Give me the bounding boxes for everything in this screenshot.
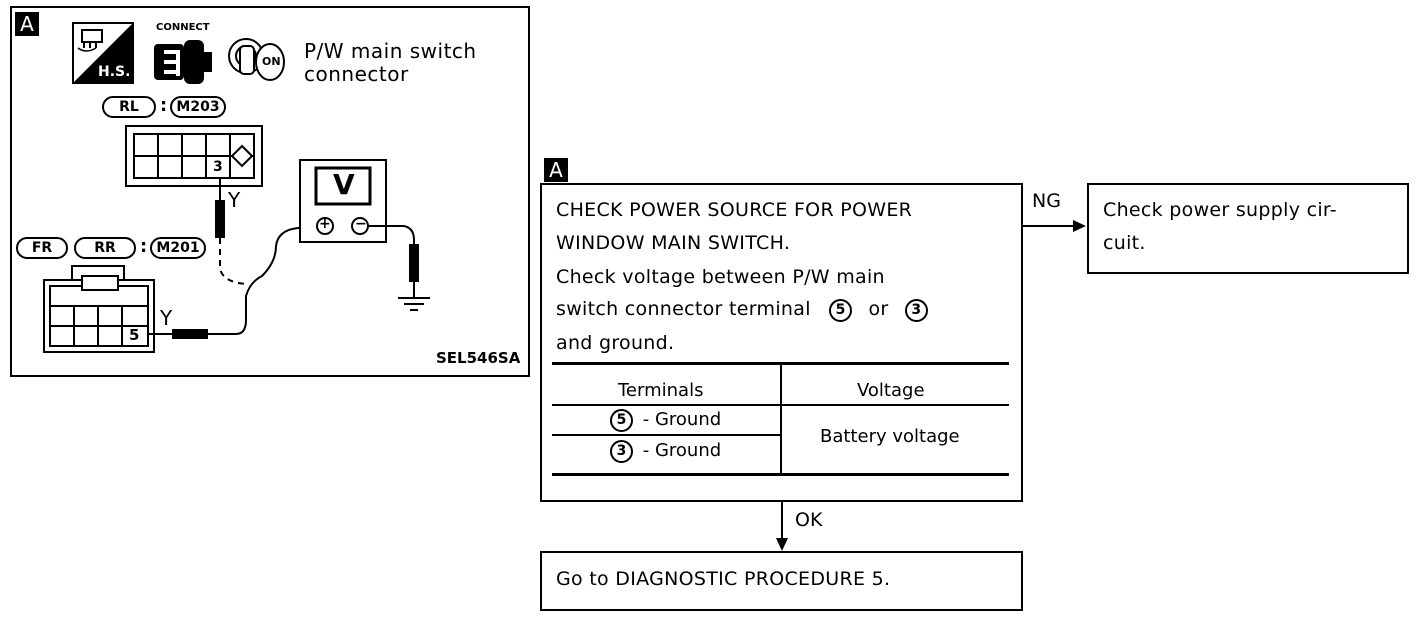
table-row-2-label: - Ground — [642, 440, 722, 461]
ok-result-text: Go to DIAGNOSTIC PROCEDURE 5. — [556, 568, 891, 590]
table-header-voltage: Voltage — [857, 380, 925, 401]
terminal-5-symbol: 5 — [829, 299, 853, 322]
terminal-5-label: 5 — [129, 326, 140, 344]
flow-tag: A — [544, 158, 568, 182]
table-row-1: 5 - Ground — [606, 409, 721, 432]
table-column-divider — [780, 365, 782, 473]
ok-result-box — [540, 551, 1023, 611]
ok-label: OK — [795, 509, 823, 531]
m203-connector — [125, 125, 263, 187]
ignition-key-on-icon — [226, 26, 294, 88]
table-header-terminals: Terminals — [618, 380, 704, 401]
wire-color-label-top: Y — [228, 188, 241, 212]
ground-icon — [398, 297, 430, 311]
rr-tag: RR — [74, 237, 136, 259]
table-row-1-label: - Ground — [642, 409, 722, 430]
or-word: or — [868, 298, 889, 320]
rl-colon: : — [160, 95, 168, 116]
connect-label: CONNECT — [156, 22, 210, 33]
hs-label: H.S. — [98, 64, 131, 80]
wire-color-label-bottom: Y — [160, 306, 173, 330]
check-line-4: switch connector terminal 5 or 3 — [556, 298, 932, 322]
table-bottom-rule — [552, 473, 1009, 476]
rl-tag: RL — [102, 96, 156, 118]
connect-icon — [150, 38, 214, 86]
terminal-3-symbol: 3 — [904, 299, 928, 322]
table-voltage-value: Battery voltage — [820, 426, 960, 447]
illustration-tag: A — [15, 12, 39, 36]
check-line-1: CHECK POWER SOURCE FOR POWER — [556, 199, 913, 221]
figure-code: SEL546SA — [436, 349, 521, 367]
m201-connector — [43, 265, 155, 353]
illustration-title-line2: connector — [304, 62, 409, 86]
table-row-2: 3 - Ground — [606, 440, 721, 463]
table-row-divider — [552, 434, 780, 436]
ok-arrow — [776, 502, 788, 551]
table-row-2-terminal: 3 — [610, 440, 633, 463]
ng-result-line2: cuit. — [1103, 232, 1146, 254]
illustration-title-line1: P/W main switch — [304, 39, 477, 63]
check-line-4-text: switch connector terminal — [556, 298, 811, 320]
ng-label: NG — [1032, 190, 1061, 212]
voltmeter-icon — [299, 159, 387, 243]
on-label: ON — [262, 55, 281, 68]
table-row-1-terminal: 5 — [610, 409, 633, 432]
fr-tag: FR — [16, 237, 68, 259]
harness-side-icon — [72, 22, 134, 84]
ng-arrow — [1023, 220, 1086, 232]
voltmeter-label: V — [333, 168, 355, 201]
check-line-2: WINDOW MAIN SWITCH. — [556, 232, 791, 254]
minus-terminal-symbol: − — [355, 216, 367, 232]
ng-result-line1: Check power supply cir- — [1103, 199, 1337, 221]
ng-result-box — [1087, 183, 1409, 274]
table-top-rule — [552, 362, 1009, 365]
check-line-3: Check voltage between P/W main — [556, 266, 885, 288]
plus-terminal-symbol: + — [319, 216, 331, 232]
check-line-5: and ground. — [556, 332, 675, 354]
terminal-3-label: 3 — [213, 159, 223, 175]
fr-rr-connector-id: M201 — [150, 237, 206, 259]
wiring-diagram — [43, 125, 430, 353]
rl-connector-id: M203 — [170, 96, 226, 118]
fr-rr-colon: : — [140, 236, 148, 257]
